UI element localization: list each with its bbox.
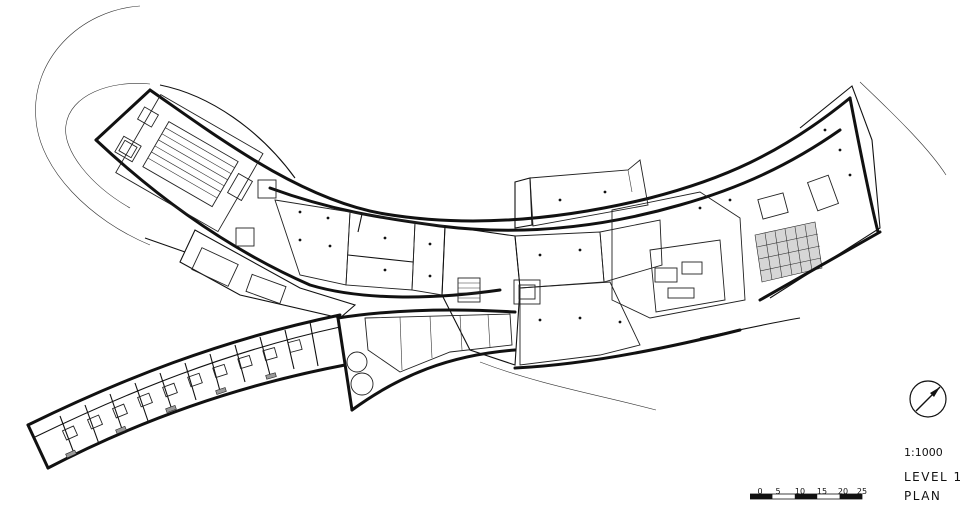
toilets-2	[245, 273, 287, 305]
kitchen-counter	[667, 287, 695, 299]
partition	[347, 254, 414, 263]
central-lobby	[441, 225, 521, 366]
partition	[627, 169, 633, 193]
scale-tick-20: 20	[837, 487, 849, 496]
site-path-arc-inner	[65, 83, 151, 209]
east-wing-stair	[806, 174, 840, 212]
canopy-line	[144, 237, 186, 253]
drawing-scale-label: 1:1000	[904, 446, 943, 459]
east-wing-facade	[848, 96, 880, 234]
service-rooms	[364, 313, 513, 373]
scale-tick-5: 5	[775, 487, 781, 496]
central-lift	[513, 279, 541, 305]
site-east-arc	[859, 81, 947, 176]
stair-pool	[226, 172, 254, 202]
spa-pool	[114, 135, 142, 163]
structural-columns	[298, 128, 852, 324]
site-terrace-arc	[159, 84, 296, 179]
core-pool-north	[257, 179, 277, 199]
north-arrow-icon	[909, 380, 947, 418]
scale-tick-0: 0	[757, 487, 763, 496]
level-title: LEVEL 1	[904, 470, 960, 484]
north-block	[514, 177, 533, 229]
hall-room-1	[274, 199, 351, 286]
scale-tick-25: 25	[856, 487, 868, 496]
guest-wing-south-wall	[46, 363, 347, 470]
central-stair	[457, 277, 481, 303]
changing-block	[179, 229, 357, 319]
stair-treads	[458, 282, 480, 299]
east-hall-room-2	[599, 219, 663, 283]
east-wing-lift	[757, 192, 789, 220]
spa-pool-inner	[118, 139, 138, 159]
guest-wing-north-wall	[26, 313, 342, 427]
scale-bar	[750, 493, 863, 500]
pool-deck	[115, 94, 264, 233]
plan-title: PLAN	[904, 489, 942, 503]
partition	[399, 316, 403, 371]
round-tank	[346, 351, 368, 373]
north-wing-outer-wall	[94, 88, 852, 223]
plunge-pool	[136, 106, 160, 128]
kitchen-core	[649, 239, 726, 313]
east-lobby	[519, 281, 641, 366]
toilets	[191, 247, 239, 287]
guest-room-balconies	[65, 372, 277, 459]
site-forecourt-arc	[479, 361, 657, 411]
partition	[459, 314, 463, 351]
guest-wing-west-end	[26, 423, 50, 470]
guest-room-bathrooms	[61, 339, 303, 441]
south-lobby-wall	[513, 328, 742, 370]
kitchen-counter	[654, 267, 678, 283]
east-wing-south-wall	[758, 230, 882, 302]
hall-room-2	[345, 211, 416, 291]
partition	[357, 213, 363, 233]
east-service-block	[611, 191, 746, 319]
core-pool-south	[235, 227, 255, 247]
guest-wing-corridor	[34, 326, 341, 438]
atrium-grid	[754, 221, 823, 283]
scale-tick-10: 10	[794, 487, 806, 496]
central-lift-inner	[518, 284, 536, 300]
north-office-block	[529, 159, 649, 227]
south-wing-outer-wall	[336, 308, 517, 320]
round-tank	[350, 372, 374, 396]
site-path-arc	[35, 5, 151, 246]
south-wing-curve	[350, 348, 517, 412]
scale-tick-15: 15	[816, 487, 828, 496]
partition	[487, 313, 491, 348]
kitchen-counter	[681, 261, 703, 275]
hall-room-3	[411, 221, 446, 296]
partition	[429, 315, 433, 359]
swimming-pool-lanes	[142, 121, 239, 208]
north-wing-inner-wall	[94, 138, 502, 299]
